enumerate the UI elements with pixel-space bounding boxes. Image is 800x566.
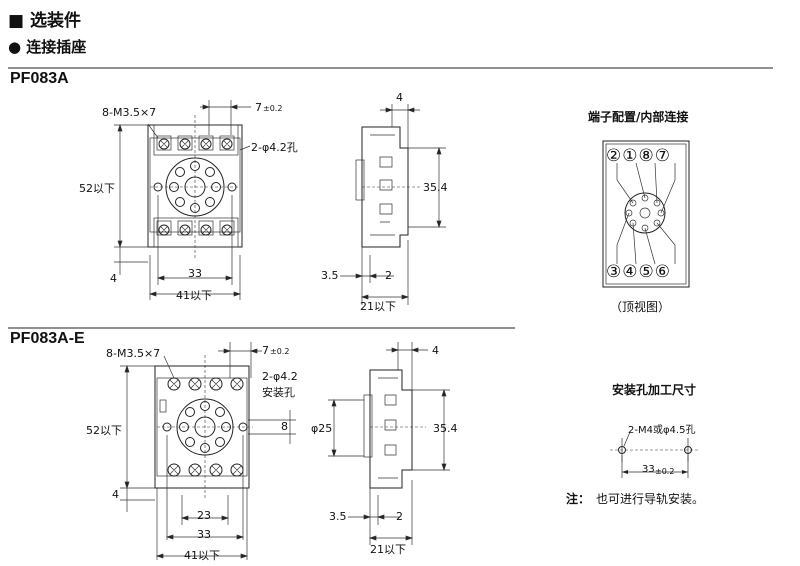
terminal-diagram	[602, 140, 690, 288]
pf083a-e-pitch-label: 7	[262, 344, 269, 357]
pf083a-side-depth-label: 21以下	[360, 300, 396, 313]
pf083a-side-view	[355, 126, 420, 248]
pf083a-height-label: 52以下	[79, 182, 115, 195]
terminal-top-pins: ②①⑧⑦	[606, 146, 671, 166]
pf083a-e-side-right-label: 2	[396, 510, 403, 523]
terminal-diagram-caption: （顶视图）	[610, 300, 671, 314]
pf083a-e-front-view	[154, 355, 253, 500]
mounting-title: 安装孔加工尺寸	[612, 383, 697, 397]
mounting-hole-drawing	[610, 431, 698, 478]
pf083a-side-dims	[340, 104, 446, 305]
pf083a-e-holes-label: 2-φ4.2	[262, 370, 298, 383]
pf083a-e-side-dims	[328, 342, 450, 545]
pf083a-pitch-tol: ±0.2	[263, 104, 283, 113]
pf083a-e-width-23-label: 23	[197, 509, 211, 522]
pf083a-e-pitch-tol: ±0.2	[270, 347, 290, 356]
pin-1: ①	[622, 146, 639, 166]
terminal-bottom-pins: ③④⑤⑥	[606, 262, 671, 282]
pf083a-e-right-label: 8	[281, 420, 288, 433]
pin-7: ⑦	[654, 146, 671, 166]
mounting-holes-label: 2-M4或φ4.5孔	[628, 425, 696, 436]
pf083a-front-view	[147, 115, 243, 258]
pf083a-e-front-dims	[120, 342, 296, 560]
model-name-pf083a-e: PF083A-E	[10, 330, 85, 347]
pf083a-e-height-label: 52以下	[86, 424, 122, 437]
subsection-title: ● 连接插座	[8, 38, 87, 56]
pf083a-side-right-label: 2	[385, 269, 392, 282]
pin-5: ⑤	[638, 262, 655, 282]
pf083a-bottom-label: 4	[110, 272, 117, 285]
note-label: 注：	[566, 492, 591, 506]
pf083a-front-dims	[114, 100, 251, 300]
pf083a-e-bottom-label: 4	[112, 488, 119, 501]
pf083a-e-side-depth-label: 21以下	[370, 543, 406, 556]
mounting-pitch-tol: ±0.2	[655, 467, 675, 476]
mounting-pitch-label: 33	[642, 464, 655, 475]
pf083a-e-side-top-label: 4	[432, 344, 439, 357]
pin-6: ⑥	[654, 262, 671, 282]
pf083a-e-holes-label-2: 安装孔	[262, 386, 295, 399]
pf083a-screws-label: 8-M3.5×7	[102, 106, 157, 119]
pf083a-e-side-left-label: 3.5	[329, 510, 347, 523]
pf083a-e-width-inner-label: 33	[197, 528, 211, 541]
terminal-diagram-title: 端子配置/内部连接	[588, 110, 689, 124]
pf083a-e-side-height-label: 35.4	[433, 422, 458, 435]
pf083a-side-top-label: 4	[396, 91, 403, 104]
pf083a-pitch-label: 7	[255, 101, 262, 114]
pf083a-holes-label: 2-φ4.2孔	[251, 141, 298, 154]
pf083a-width-outer-label: 41以下	[176, 289, 212, 302]
pin-8: ⑧	[638, 146, 655, 166]
section-title: ■ 选装件	[8, 11, 81, 31]
pin-4: ④	[622, 262, 639, 282]
pf083a-e-side-dia-label: φ25	[311, 422, 333, 435]
pf083a-side-left-label: 3.5	[321, 269, 339, 282]
pin-2: ②	[606, 146, 623, 166]
pf083a-e-screws-label: 8-M3.5×7	[106, 347, 161, 360]
pf083a-width-inner-label: 33	[188, 267, 202, 280]
note-text: 也可进行导轨安装。	[596, 492, 705, 506]
pf083a-side-height-label: 35.4	[423, 181, 448, 194]
model-name-pf083a: PF083A	[10, 70, 69, 87]
pin-3: ③	[606, 262, 623, 282]
pf083a-e-width-outer-label: 41以下	[184, 549, 220, 562]
